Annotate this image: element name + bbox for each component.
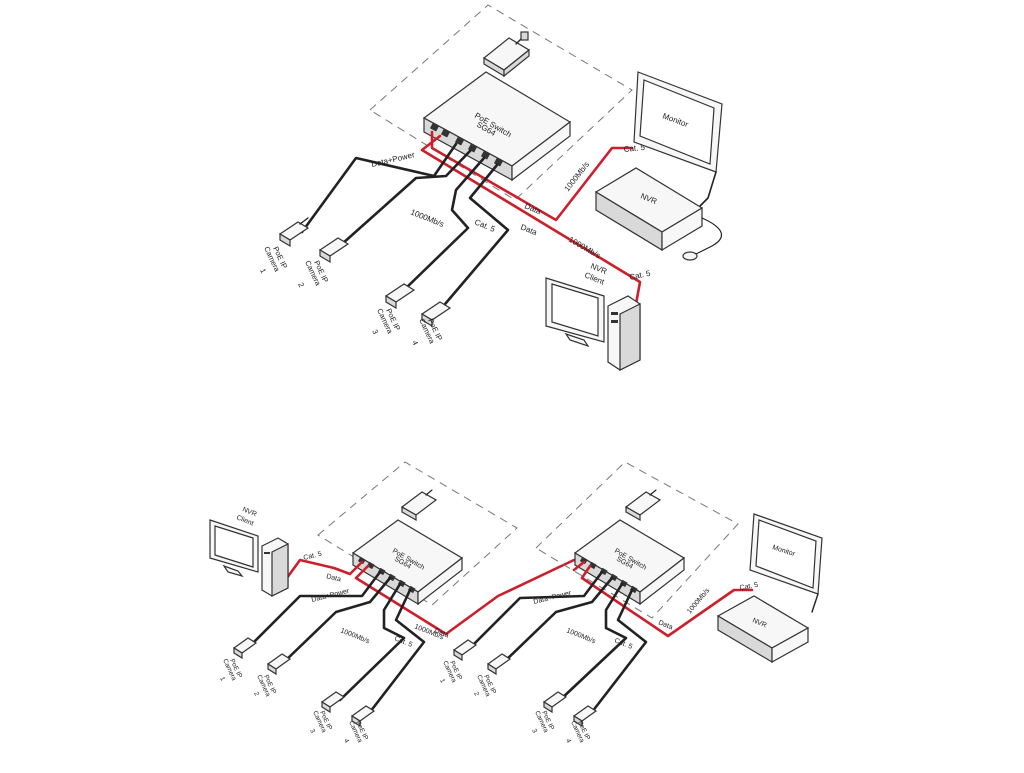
bl-cable-cam3	[338, 582, 406, 702]
br-data-cable-nvr	[580, 564, 754, 638]
br-cable-cam3	[558, 582, 628, 702]
bl-camera-4: PoE IP Camera 4	[342, 705, 376, 745]
br-data-cable-in	[572, 560, 586, 572]
br-cam1-l3: 1	[438, 678, 446, 685]
top-camera-4: PoE IP Camera 4	[410, 301, 452, 347]
br-camera-1: PoE IP Camera 1	[438, 639, 478, 685]
br-nvr: NVR	[716, 595, 810, 664]
bl-data-cable-uplink	[354, 558, 576, 636]
br-enclosure	[535, 461, 739, 619]
top-power-adapter	[482, 31, 531, 78]
top-cable-cam4	[438, 163, 510, 312]
top-cable-cam2	[340, 149, 472, 246]
br-label-speed-cam: 1000Mb/s	[565, 627, 597, 645]
bl-data-cable-client	[282, 558, 364, 584]
bottom-left-diagram: PoE Switch SG64 Cat. 5 Data Data+Power 1…	[209, 461, 576, 745]
top-cam2-l3: 2	[296, 281, 306, 289]
top-label-speed-client: 1000Mb/s	[567, 235, 602, 260]
top-camera-2: PoE IP Camera 2	[296, 237, 350, 289]
bl-poe-switch: PoE Switch SG64	[351, 519, 464, 606]
bl-label-speed-cam: 1000Mb/s	[339, 627, 371, 645]
br-label-data-power: Data+Power	[533, 590, 573, 606]
bl-camera-2: PoE IP Camera 2	[252, 653, 292, 698]
top-camera-1: PoE IP Camera 1	[258, 217, 310, 275]
bl-camera-3: PoE IP Camera 3	[308, 691, 346, 735]
br-monitor: Monitor	[749, 513, 823, 613]
top-enclosure	[369, 4, 633, 201]
bl-cam2-l3: 2	[252, 691, 260, 698]
br-camera-2: PoE IP Camera 2	[472, 653, 512, 698]
top-diagram: PoE Switch SG64 Data+Power 1000Mb/s Cat.…	[258, 4, 723, 371]
top-poe-switch: PoE Switch SG64	[422, 71, 572, 182]
top-cable-cam3	[402, 156, 486, 292]
bl-cam1-l3: 1	[218, 676, 226, 683]
bl-cable-cam1	[248, 570, 382, 648]
bl-power-adapter	[400, 489, 438, 522]
bl-cable-cam2	[282, 576, 392, 664]
top-cam1-l3: 1	[258, 267, 268, 275]
top-cam4-l3: 4	[410, 339, 420, 347]
top-label-data-client: Data	[519, 223, 539, 238]
br-cam3-l3: 3	[530, 728, 538, 735]
top-label-cat5-client: Cat. 5	[629, 269, 652, 282]
br-cable-cam4	[590, 588, 648, 714]
top-monitor: Monitor	[633, 71, 723, 207]
br-label-cat5-nvr: Cat. 5	[739, 582, 759, 592]
br-cam2-l3: 2	[472, 691, 480, 698]
bl-cam3-l3: 3	[308, 728, 316, 735]
top-data-cable-client	[420, 134, 642, 306]
top-nvr: NVR	[594, 167, 723, 261]
br-camera-3: PoE IP Camera 3	[530, 691, 568, 735]
top-label-speed-cam: 1000Mb/s	[409, 208, 445, 230]
bl-label-data-power: Data+Power	[311, 588, 351, 604]
br-cam4-l3: 4	[564, 738, 572, 745]
br-cable-cam1	[468, 570, 604, 650]
top-label-cat5-nvr: Cat. 5	[623, 143, 646, 154]
top-cam3-l3: 3	[370, 328, 380, 336]
br-poe-switch: PoE Switch SG64	[573, 519, 686, 606]
bl-cam4-l3: 4	[342, 738, 350, 745]
br-cable-cam2	[502, 576, 614, 664]
bl-label-cat5-client: Cat. 5	[303, 551, 323, 562]
bl-nvr-client: NVR Client	[209, 506, 289, 597]
bl-enclosure	[317, 461, 518, 606]
br-camera-4: PoE IP Camera 4	[564, 705, 598, 745]
top-nvr-client: NVR Client	[545, 262, 641, 371]
bottom-right-diagram: PoE Switch SG64 Data+Power 1000Mb/s Cat.…	[438, 461, 823, 745]
top-cable-cam1	[300, 142, 458, 234]
top-mouse-icon	[682, 251, 698, 261]
top-camera-3: PoE IP Camera 3	[370, 283, 416, 336]
top-label-cat5-cam: Cat. 5	[473, 218, 497, 235]
br-power-adapter	[624, 489, 662, 522]
bl-camera-1: PoE IP Camera 1	[218, 637, 258, 683]
bl-label-data-client: Data	[326, 573, 342, 583]
top-label-speed-nvr: 1000Mb/s	[562, 160, 591, 193]
br-label-speed-nvr: 1000Mb/s	[686, 587, 711, 615]
bl-cable-cam4	[368, 588, 426, 714]
